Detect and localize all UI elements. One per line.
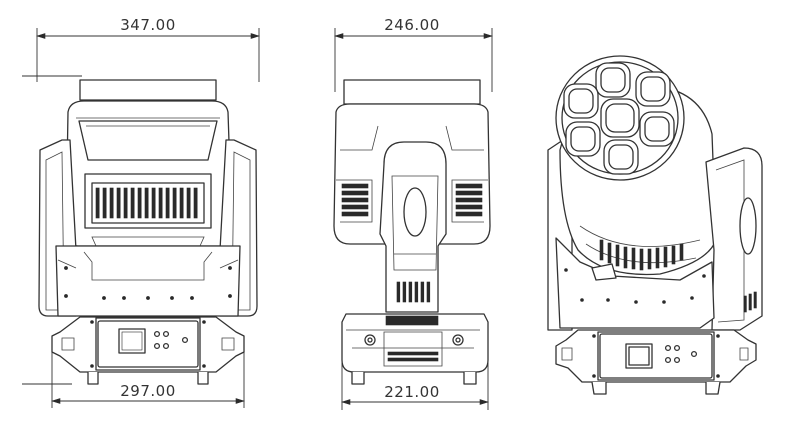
front-bottom-dimension-label: 297.00 bbox=[120, 382, 176, 400]
front-top-dimension-label: 347.00 bbox=[120, 16, 176, 34]
front-vent-slots bbox=[95, 187, 198, 219]
front-view: 347.00 bbox=[22, 16, 261, 408]
side-vents bbox=[336, 179, 488, 223]
perspective-vents bbox=[579, 225, 701, 271]
side-top-dimension-label: 246.00 bbox=[384, 16, 440, 34]
perspective-control-buttons bbox=[664, 344, 698, 364]
side-bottom-dimension-label: 221.00 bbox=[384, 383, 440, 401]
side-bottom-dimension: 221.00 bbox=[340, 360, 490, 410]
side-arm-slots bbox=[396, 281, 431, 303]
front-screws bbox=[64, 266, 232, 300]
perspective-screws bbox=[564, 268, 706, 304]
front-control-buttons bbox=[153, 330, 189, 350]
front-bottom-dimension: 297.00 bbox=[50, 352, 246, 408]
side-arm-knob bbox=[403, 187, 427, 237]
perspective-lens-cells bbox=[563, 62, 675, 175]
side-top-dimension: 246.00 bbox=[333, 16, 494, 92]
front-yoke-plate bbox=[55, 245, 241, 317]
perspective-arm-slots bbox=[743, 291, 757, 313]
front-top-dimension: 347.00 bbox=[35, 16, 261, 82]
side-base-slots bbox=[387, 351, 439, 362]
side-view: 246.00 bbox=[333, 16, 494, 410]
perspective-view bbox=[547, 55, 763, 395]
